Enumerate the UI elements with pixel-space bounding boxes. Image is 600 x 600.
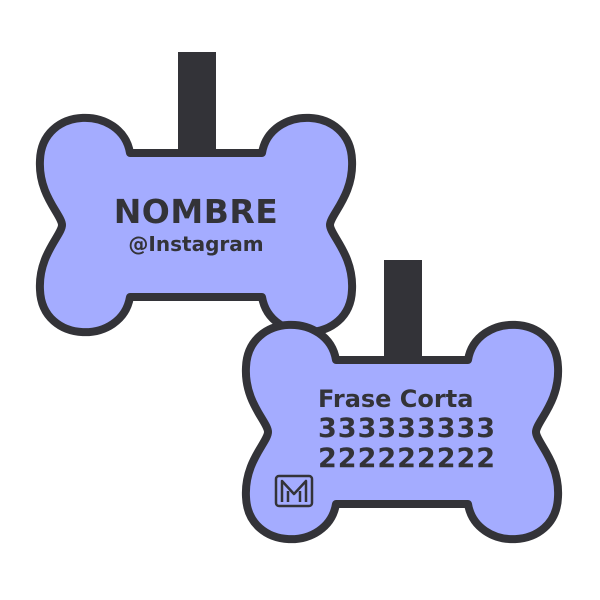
back-bone-tag xyxy=(241,320,563,544)
back-tag-phone-2: 222222222 xyxy=(318,443,497,474)
back-tag-phone-1: 333333333 xyxy=(318,413,497,444)
front-tag-name: NOMBRE xyxy=(113,192,279,231)
front-tag-strap xyxy=(178,52,216,162)
m-logo-icon xyxy=(274,474,314,508)
back-tag-phrase: Frase Corta xyxy=(318,385,474,413)
back-tag-strap xyxy=(384,260,422,370)
front-bone-tag xyxy=(35,113,357,337)
back-tag-text-block: Frase Corta 333333333 222222222 xyxy=(318,384,508,474)
front-tag-handle: @Instagram xyxy=(128,232,264,256)
